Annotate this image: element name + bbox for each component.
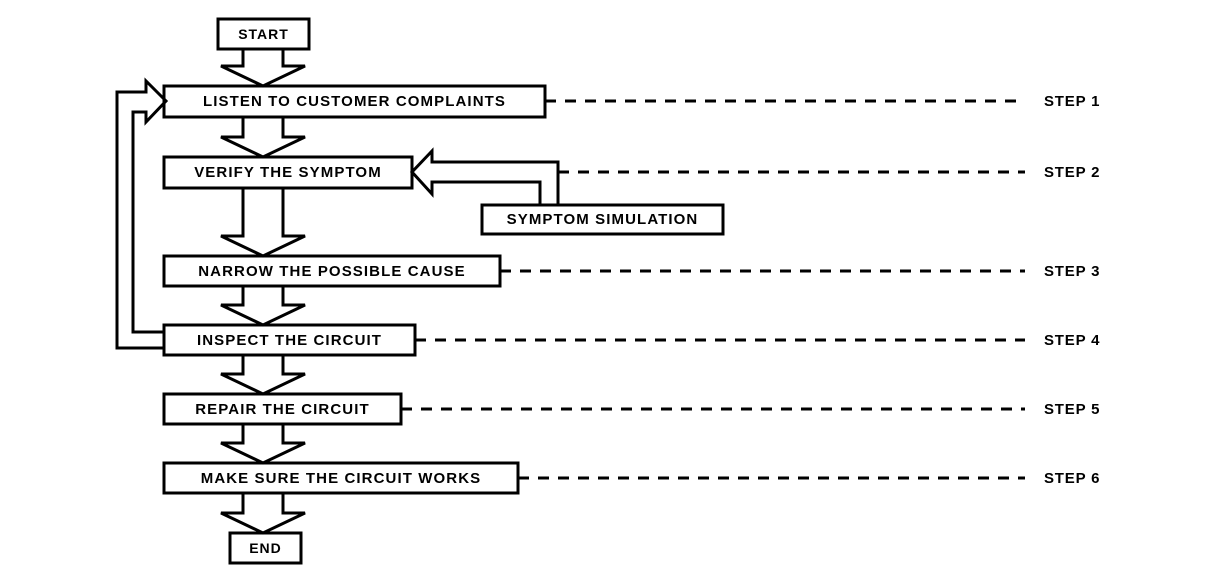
- step-label-3: STEP 3: [1044, 263, 1101, 280]
- step-label-1: STEP 1: [1044, 93, 1101, 110]
- node-box-step5: [162, 392, 403, 426]
- arrow-step6-to-end: [220, 493, 306, 535]
- step-label-6: STEP 6: [1044, 470, 1101, 487]
- node-box-step2: [162, 155, 414, 190]
- node-box-step1: [162, 84, 547, 119]
- arrow-aux-to-step2: [409, 147, 560, 205]
- node-box-step3: [162, 254, 502, 288]
- arrow-step4-to-step5: [220, 355, 306, 396]
- feedback-arrow-inner-step4-to-step1: [131, 77, 169, 334]
- node-box-end: [228, 531, 303, 565]
- arrow-start-to-step1: [220, 49, 306, 88]
- node-box-step4: [162, 323, 417, 357]
- feedback-arrow-outer-step4-to-step1: [115, 90, 164, 350]
- step-label-5: STEP 5: [1044, 401, 1101, 418]
- arrow-step3-to-step4: [220, 286, 306, 327]
- node-box-start: [216, 17, 311, 51]
- arrow-step1-to-step2: [220, 117, 306, 159]
- node-box-step6: [162, 461, 520, 495]
- step-label-4: STEP 4: [1044, 332, 1101, 349]
- arrow-step5-to-step6: [220, 424, 306, 465]
- arrow-step2-to-step3: [220, 188, 306, 258]
- step-label-2: STEP 2: [1044, 164, 1101, 181]
- node-box-aux: [480, 203, 725, 236]
